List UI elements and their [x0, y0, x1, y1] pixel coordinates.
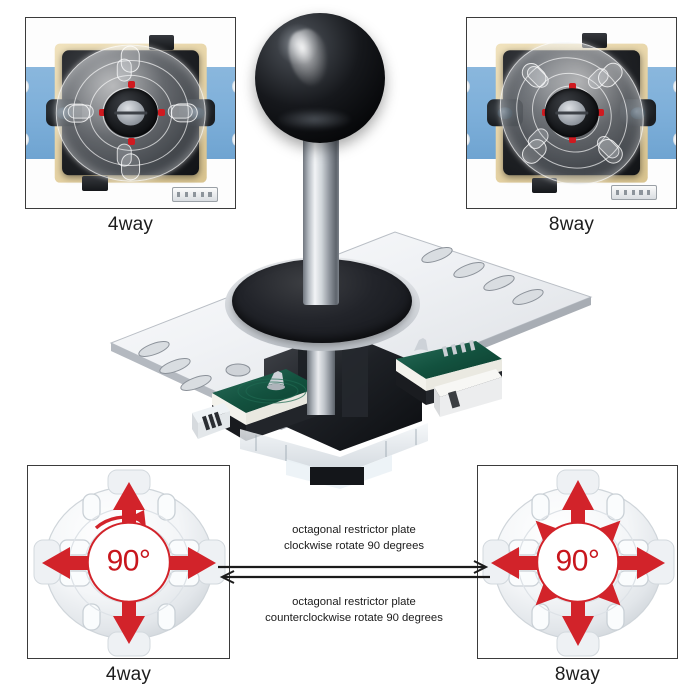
panel-top-right-8way [466, 17, 677, 209]
wire-connector [172, 187, 219, 203]
caption-top-left: 4way [107, 214, 154, 235]
plate-hole [672, 80, 676, 94]
caption-top-right: 8way [548, 214, 595, 235]
rotation-degree-badge: 90° [535, 521, 620, 603]
switch-tab [531, 177, 557, 193]
caption-bottom-left: 4way [105, 664, 152, 685]
restrictor-plate-diagram-4way [28, 466, 229, 658]
counterclockwise-instruction: octagonal restrictor plate counterclockw… [218, 594, 490, 626]
plate-hole [26, 132, 30, 146]
clockwise-line-2: clockwise rotate 90 degrees [283, 540, 425, 553]
degree-label: 90° [555, 545, 600, 578]
panel-bottom-right-8way: 90° [477, 465, 678, 659]
bidirectional-arrow-pair [218, 560, 490, 584]
plate-hole [467, 80, 471, 94]
ball-reflection [278, 109, 352, 130]
wire-connector [611, 185, 658, 201]
plate-hole [231, 80, 235, 94]
restrictor-window [68, 104, 94, 119]
restrictor-window [117, 144, 132, 167]
red-index-marker [157, 109, 165, 117]
degree-label: 90° [106, 545, 151, 578]
joystick-shaft [303, 133, 339, 305]
plate-hole [672, 132, 676, 146]
pivot-screw-slot [554, 111, 589, 115]
plate-hole [231, 132, 235, 146]
panel-top-left-4way [25, 17, 236, 209]
joystick-mechanism [190, 325, 520, 525]
red-index-marker [569, 82, 577, 90]
red-index-marker [596, 109, 604, 117]
pivot-screw-slot [113, 111, 148, 115]
switch-tab [82, 175, 108, 191]
clockwise-line-1: octagonal restrictor plate [292, 524, 416, 536]
red-index-marker [569, 135, 577, 143]
red-index-marker [128, 137, 136, 145]
joystick-ball-top [255, 13, 385, 143]
product-photo-joystick [95, 5, 605, 525]
clockwise-instruction: octagonal restrictor plate clockwise rot… [218, 522, 490, 554]
counterclockwise-line-1: octagonal restrictor plate [292, 596, 416, 609]
panel-bottom-left-4way: 90° [27, 465, 230, 659]
caption-bottom-right: 8way [554, 664, 601, 685]
restrictor-window [167, 104, 193, 119]
plate-hole [467, 132, 471, 146]
restrictor-window [117, 59, 132, 82]
counterclockwise-line-2: counterclockwise rotate 90 degrees [265, 612, 443, 625]
red-index-marker [128, 80, 136, 88]
rotation-instruction-block: octagonal restrictor plate clockwise rot… [218, 522, 490, 624]
plate-hole [26, 80, 30, 94]
rotation-degree-badge: 90° [86, 521, 171, 603]
ball-highlight [282, 23, 337, 91]
switch-tab [149, 35, 175, 51]
